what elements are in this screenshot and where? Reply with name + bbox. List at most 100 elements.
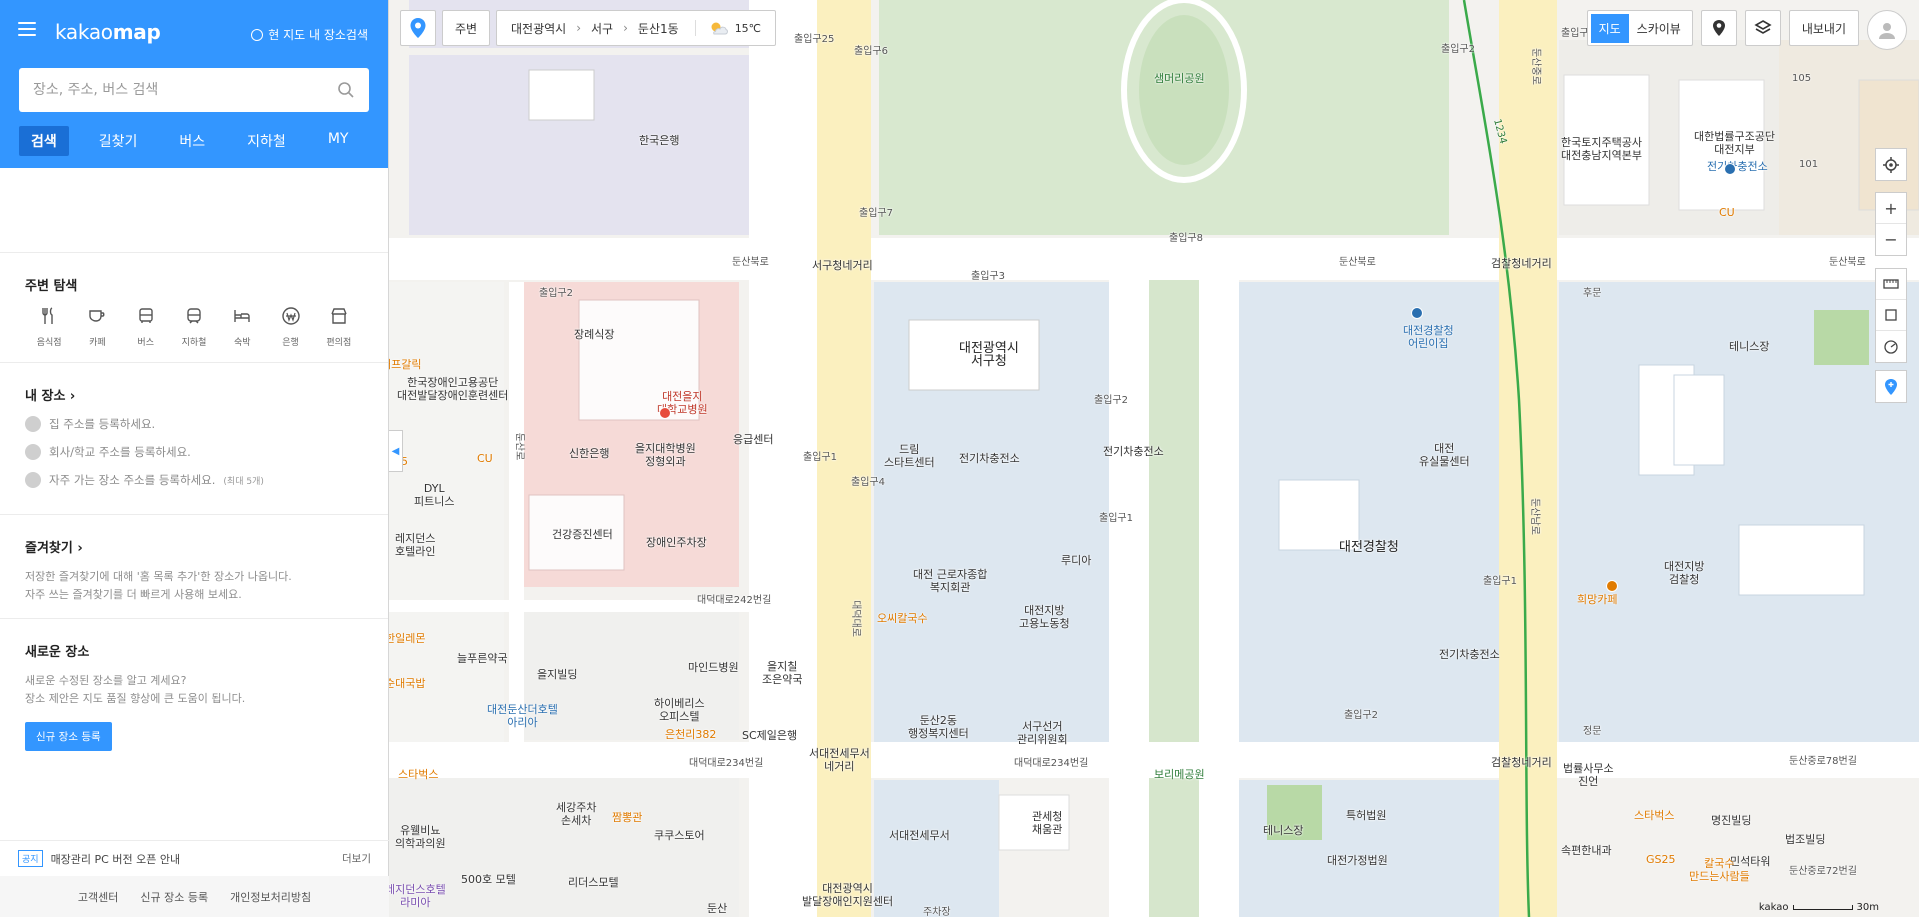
map-type-skyview-button[interactable]: 스카이뷰	[1636, 21, 1681, 36]
category-bus[interactable]: 버스	[122, 306, 170, 348]
map-label[interactable]: 속편한내과	[1561, 844, 1612, 857]
map-label[interactable]: 하이베리스 오피스텔	[654, 697, 705, 723]
map-label[interactable]: 신한은행	[569, 447, 610, 460]
category-lodging[interactable]: 숙박	[218, 306, 266, 348]
map-label[interactable]: 한국장애인고용공단 대전발달장애인훈련센터	[397, 376, 509, 402]
map-label[interactable]: 주차장	[923, 907, 951, 917]
area-search-toggle[interactable]: 현 지도 내 장소검색	[251, 26, 368, 43]
map-label[interactable]: 대전가정법원	[1327, 854, 1388, 867]
map-label[interactable]: 마인드병원	[688, 661, 739, 674]
cafe-pin-icon[interactable]	[1606, 580, 1618, 592]
map-label[interactable]: 유웰비뇨 의학과의원	[395, 824, 446, 850]
map-label[interactable]: 민석타워	[1730, 855, 1771, 868]
map-label[interactable]: 대전지방 검찰청	[1664, 560, 1705, 586]
search-box[interactable]	[19, 68, 369, 112]
map-label[interactable]: 법조빌딩	[1785, 833, 1826, 846]
map-label[interactable]: 샘머리공원	[1154, 72, 1205, 85]
map-canvas[interactable]: 샘머리공원 한국은행 한국토지주택공사 대전충남지역본부 대한법률구조공단 대전…	[389, 0, 1919, 917]
layers-button[interactable]	[1744, 10, 1781, 46]
map-label[interactable]: 루디아	[1061, 554, 1092, 567]
map-label[interactable]: 대전경찰청	[1339, 540, 1399, 555]
map-label[interactable]: 대전 유실물센터	[1419, 442, 1470, 468]
map-label[interactable]: 대전광역시 발달장애인지원센터	[802, 882, 894, 908]
map-label[interactable]: 명진빌딩	[1711, 814, 1752, 827]
map-label[interactable]: 쿠쿠스토어	[654, 829, 705, 842]
tab-my[interactable]: MY	[327, 131, 349, 147]
breadcrumb-district[interactable]: 서구	[591, 21, 614, 36]
map-label[interactable]: 전기차충전소	[1103, 445, 1164, 458]
map-label[interactable]: 순대국밥	[389, 677, 426, 690]
map-label[interactable]: 5	[401, 455, 408, 468]
map-type-map-button[interactable]: 지도	[1590, 13, 1629, 43]
map-label[interactable]: 한국은행	[639, 134, 680, 147]
frequent-place-row[interactable]: 자주 가는 장소 주소를 등록하세요.(최대 5개)	[25, 472, 363, 488]
category-bank[interactable]: 은행	[266, 306, 314, 348]
map-label[interactable]: 관세청 채움관	[1032, 810, 1063, 836]
category-restaurant[interactable]: 음식점	[25, 306, 73, 348]
notice-more-link[interactable]: 더보기	[342, 853, 371, 865]
footer-link-register[interactable]: 신규 장소 등록	[140, 890, 209, 904]
map-label[interactable]: 대프갈릭	[389, 358, 422, 371]
my-places-title[interactable]: 내 장소 ›	[25, 389, 76, 404]
map-label[interactable]: CU	[1719, 206, 1735, 219]
radius-tool-button[interactable]	[1876, 331, 1906, 362]
add-place-button[interactable]	[1876, 371, 1906, 402]
map-label[interactable]: 오씨칼국수	[877, 612, 928, 625]
map-label[interactable]: 늘푸른약국	[457, 652, 508, 665]
map-label[interactable]: 한일레몬	[389, 632, 426, 645]
map-label[interactable]: 대전둔산더호텔 아리아	[487, 703, 558, 729]
map-label[interactable]: 전기차충전소	[959, 452, 1020, 465]
map-label[interactable]: 스타벅스	[1634, 809, 1675, 822]
zoom-out-button[interactable]: −	[1884, 230, 1898, 249]
area-tool-button[interactable]	[1876, 300, 1906, 331]
footer-link-support[interactable]: 고객센터	[77, 890, 119, 904]
zoom-in-button[interactable]: +	[1876, 193, 1906, 224]
map-label[interactable]: 건강증진센터	[552, 528, 613, 541]
export-button[interactable]: 내보내기	[1788, 10, 1859, 46]
tab-bus[interactable]: 버스	[179, 134, 206, 150]
map-label[interactable]: 테니스장	[1729, 340, 1770, 353]
map-label[interactable]: 응급센터	[733, 433, 774, 446]
map-label[interactable]: 특허법원	[1346, 809, 1387, 822]
search-input[interactable]	[33, 82, 337, 98]
tab-subway[interactable]: 지하철	[247, 134, 286, 150]
category-subway[interactable]: 지하철	[170, 306, 218, 348]
nearby-button[interactable]: 주변	[442, 10, 490, 46]
category-cafe[interactable]: 카페	[73, 306, 121, 348]
map-label[interactable]: 법률사무소 진언	[1563, 762, 1614, 788]
user-avatar[interactable]	[1867, 10, 1907, 50]
distance-tool-button[interactable]	[1876, 269, 1906, 300]
map-label[interactable]: 장애인주차장	[646, 536, 707, 549]
map-label[interactable]: 대전경찰청 어린이집	[1403, 324, 1454, 350]
work-place-row[interactable]: 회사/학교 주소를 등록하세요.	[25, 444, 363, 460]
category-convenience[interactable]: 편의점	[315, 306, 363, 348]
map-label[interactable]: GS25	[1646, 853, 1676, 866]
map-label[interactable]: DYL 피트니스	[414, 482, 455, 508]
map-label[interactable]: 대한법률구조공단 대전지부	[1694, 130, 1775, 156]
breadcrumb-city[interactable]: 대전광역시	[511, 21, 567, 36]
location-pin-button[interactable]	[400, 10, 436, 46]
register-place-button[interactable]: 신규 장소 등록	[25, 722, 112, 751]
sidebar-collapse-button[interactable]: ◀	[389, 430, 403, 472]
map-label[interactable]: CU	[477, 452, 493, 465]
map-label[interactable]: 스타벅스	[398, 768, 439, 781]
breadcrumb-dong[interactable]: 둔산1동	[637, 21, 679, 36]
map-label[interactable]: 대전 근로자종합 복지회관	[913, 568, 988, 594]
map-label[interactable]: 을지칠 조은약국	[762, 660, 803, 686]
map-label[interactable]: 칼국수 만드는사람들	[1689, 857, 1750, 883]
ev-pin-icon[interactable]	[1724, 163, 1736, 175]
map-label[interactable]: 레지던스호텔 라미아	[389, 883, 446, 909]
map-label[interactable]: SC제일은행	[742, 729, 798, 742]
kakaomap-logo[interactable]: kakaomap	[55, 20, 161, 44]
map-label[interactable]: 은천리382	[665, 728, 717, 741]
roadview-button[interactable]	[1700, 10, 1737, 46]
map-label[interactable]: 한국토지주택공사 대전충남지역본부	[1561, 136, 1642, 162]
map-label[interactable]: 리더스모텔	[568, 876, 619, 889]
map-label[interactable]: 보리메공원	[1154, 768, 1205, 781]
map-label[interactable]: 테니스장	[1263, 824, 1304, 837]
map-label[interactable]: 세강주차 손세차	[556, 801, 597, 827]
map-label[interactable]: 레지던스 호텔라인	[395, 532, 436, 558]
notice-bar[interactable]: 공지 매장관리 PC 버전 오픈 안내 더보기	[0, 840, 389, 876]
map-label[interactable]: 500호 모텔	[461, 873, 516, 886]
map-label[interactable]: 을지대학병원 정형외과	[635, 442, 696, 468]
